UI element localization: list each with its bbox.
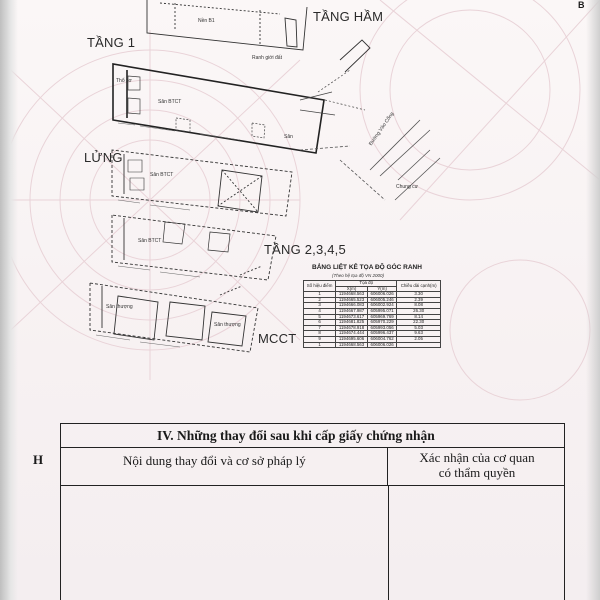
corner-mark: B [578,0,585,10]
label-mcct: MCCT [258,331,297,346]
coord-header-point: Số hiệu điểm [302,279,337,293]
label-san-thuong-2: Sân thượng [214,322,241,328]
header-authority-confirmation: Xác nhận của cơ quan có thẩm quyền [388,448,566,487]
label-ranh-gioi: Ranh giới đất [252,55,282,61]
section-title: IV. Những thay đổi sau khi cấp giấy chứn… [61,424,564,448]
coord-header-edge: Chiều dài cạnh(m) [396,279,441,293]
floor2345-plan [111,214,277,281]
label-basement: TẦNG HẦM [313,9,384,24]
header-change-content: Nội dung thay đổi và cơ sở pháp lý [61,448,388,485]
label-mezzanine: LỬNG [84,150,123,165]
mezzanine-plan [111,149,293,217]
label-floor-1: TẦNG 1 [87,35,136,50]
label-nen-b1: Nền B1 [198,18,215,24]
label-chung-cu: Chung cư [396,184,418,190]
header-authority-line2: có thẩm quyền [438,465,516,480]
label-thoi-sol: Thổ sơ [116,78,132,84]
coord-header-y: Y(m) [366,285,398,293]
coord-table-subtitle: (Theo hệ tọa độ VN 2000) [332,273,385,278]
watermark-pattern [0,0,600,401]
label-san-btct-lung: Sân BTCT [150,172,174,178]
coord-table-title: BẢNG LIỆT KÊ TỌA ĐỘ GÓC RANH [312,264,422,271]
label-san-thuong-1: Sân thượng [106,304,133,310]
mcct-plan [89,265,263,353]
label-san: Sân [284,134,293,140]
road-lines [299,119,441,201]
page-shadow-left [0,0,18,600]
column-divider [388,486,389,600]
header-authority-line1: Xác nhận của cơ quan [419,450,535,465]
label-san-btct-1: Sân BTCT [158,99,182,105]
basement-plan [146,0,371,73]
label-san-btct-2345: Sân BTCT [138,238,162,244]
changes-section-table: IV. Những thay đổi sau khi cấp giấy chứn… [60,423,565,600]
coord-table: Số hiệu điểm Tọa độ Chiều dài cạnh(m) X(… [302,279,441,349]
coord-header-coord: Tọa độ [335,280,398,287]
section-header-row: Nội dung thay đổi và cơ sở pháp lý Xác n… [61,448,564,486]
page-shadow-right [586,0,600,600]
label-floors-2-5: TẦNG 2,3,4,5 [264,242,346,257]
margin-mark: H [33,452,44,467]
floor-plan-drawing [0,0,600,401]
floor1-plan [112,63,325,154]
